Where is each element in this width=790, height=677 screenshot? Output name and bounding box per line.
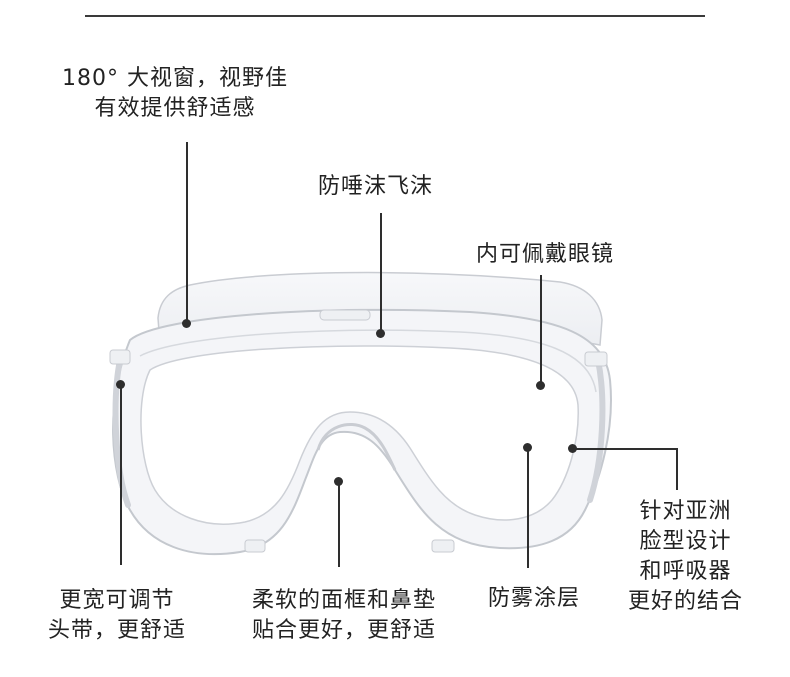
asian-fit-label: 针对亚洲 脸型设计 和呼吸器 更好的结合 [628, 497, 743, 617]
wide-view-dot [182, 319, 191, 328]
anti-splash-label: 防唾沫飞沫 [318, 174, 434, 199]
frame-dot [334, 477, 343, 486]
glasses-label: 内可佩戴眼镜 [476, 242, 615, 267]
asian-fit-line3: 和呼吸器 [639, 559, 732, 584]
wide-view-label: 180° 大视窗，视野佳 有效提供舒适感 [62, 64, 288, 124]
top-divider [85, 15, 705, 17]
frame-line1: 柔软的面框和鼻垫 [252, 588, 437, 613]
frame-leader [338, 482, 340, 567]
frame-line2: 贴合更好，更舒适 [252, 618, 437, 643]
frame-label: 柔软的面框和鼻垫 贴合更好，更舒适 [252, 586, 436, 646]
asian-fit-line4: 更好的结合 [628, 589, 744, 614]
strap-dot [116, 380, 125, 389]
anti-fog-label: 防雾涂层 [488, 586, 581, 611]
wide-view-line2: 有效提供舒适感 [94, 96, 256, 121]
wide-view-line1: 180° 大视窗，视野佳 [62, 66, 288, 91]
glasses-leader [540, 275, 542, 385]
asian-fit-line1: 针对亚洲 [639, 499, 732, 524]
strap-line2: 头带，更舒适 [48, 618, 187, 643]
asian-fit-leader-h [572, 448, 677, 450]
strap-line1: 更宽可调节 [59, 588, 175, 613]
wide-view-leader [186, 142, 188, 324]
anti-fog-leader [527, 448, 529, 568]
asian-fit-leader-v [676, 448, 678, 490]
anti-splash-dot [376, 329, 385, 338]
asian-fit-line2: 脸型设计 [639, 529, 732, 554]
asian-fit-dot [568, 444, 577, 453]
anti-fog-dot [523, 443, 532, 452]
glasses-dot [536, 381, 545, 390]
strap-label: 更宽可调节 头带，更舒适 [48, 586, 186, 646]
strap-leader [120, 385, 122, 565]
anti-splash-leader [380, 213, 382, 333]
